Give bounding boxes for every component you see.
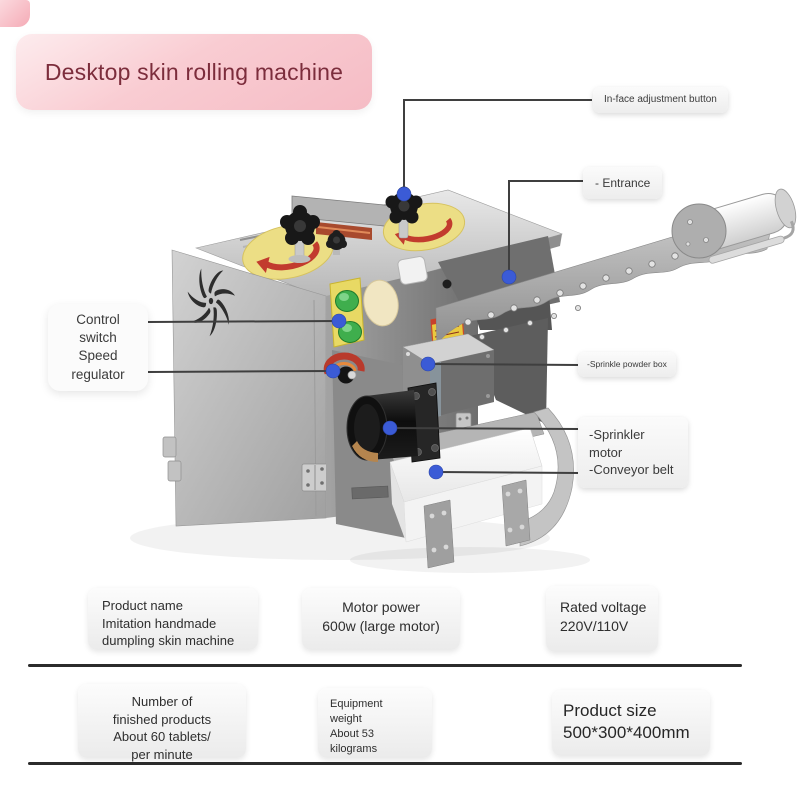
callout-label-sprinkler-motor-conveyor: -Sprinkler motor -Conveyor belt: [578, 417, 688, 488]
small-knob: [326, 230, 347, 255]
marker-dot-sprinkle-box: [420, 356, 436, 372]
feeding-arm: [435, 188, 797, 351]
edge-tab-2: [167, 460, 182, 482]
belt-left-cap: [390, 462, 406, 542]
callout-text-line: Speed: [78, 348, 118, 364]
callout-label-control-switch: Control switch Speed regulator: [48, 304, 148, 391]
line-speed-regulator: [147, 370, 332, 373]
callout-text-line: switch: [79, 330, 117, 346]
marker-dot-entrance: [501, 269, 517, 285]
spec-line: Imitation handmade: [102, 615, 217, 631]
spec-line: 220V/110V: [560, 618, 629, 635]
star-knob-left: [280, 205, 320, 263]
marker-dot-belt: [428, 464, 444, 480]
conveyor-belt: [387, 407, 574, 569]
marker-dot-in-face: [396, 186, 412, 202]
marker-dot-motor: [382, 420, 398, 436]
white-bracket: [397, 256, 428, 285]
edge-tab-1: [162, 436, 177, 458]
callout-text: -Sprinkle powder box: [587, 359, 667, 369]
powder-box: [402, 333, 495, 418]
spec-line: Product size: [563, 701, 657, 720]
spec-box-motor-power: Motor power 600w (large motor): [302, 588, 460, 650]
page-title: Desktop skin rolling machine: [44, 58, 344, 85]
speed-regulator: [323, 352, 365, 384]
spec-line: Product name: [102, 598, 183, 613]
spec-box-rated-voltage: Rated voltage 220V/110V: [546, 586, 658, 652]
belt-leg-left: [423, 499, 455, 569]
spec-line: dumpling skin machine: [102, 633, 235, 649]
callout-text-line: regulator: [71, 366, 125, 382]
line-conveyor-belt: [437, 471, 580, 474]
motor-foot: [352, 441, 378, 462]
callout-label-entrance: - Entrance: [583, 167, 663, 200]
belt-guard-rail: [519, 407, 574, 547]
callout-text: In-face adjustment button: [604, 94, 717, 105]
title-banner: Desktop skin rolling machine: [16, 34, 372, 110]
spec-line: 500*300*400mm: [563, 723, 690, 743]
dough-roller: [363, 279, 399, 327]
roller-strip-highlight: [317, 226, 371, 234]
button-highlight-2: [342, 324, 352, 332]
callout-text-line: Control: [76, 312, 120, 327]
spec-line: Number of: [131, 694, 193, 709]
lower-recess: [470, 318, 548, 424]
line-sprinkle-box: [429, 363, 580, 366]
line-sprinkler-motor: [391, 427, 580, 430]
callout-text-line: motor: [589, 444, 623, 460]
control-panel: [329, 277, 365, 348]
hinge: [301, 463, 329, 492]
spec-box-equipment-weight: Equipment weight About 53 kilograms: [318, 688, 432, 758]
callout-text: - Entrance: [595, 176, 651, 190]
star-knob-right: [385, 186, 423, 239]
callout-label-in-face-adjustment: In-face adjustment button: [593, 87, 728, 113]
spec-line: finished products: [112, 711, 212, 727]
arm-end-plate: [671, 203, 727, 259]
spec-line: Equipment: [330, 698, 383, 710]
spec-line: kilograms: [330, 742, 378, 755]
callout-lines: [147, 99, 592, 474]
marker-dot-control: [331, 313, 347, 329]
divider-line-top: [28, 664, 742, 667]
spec-box-product-size: Product size 500*300*400mm: [552, 690, 710, 756]
spec-line: About 60 tablets/: [113, 729, 211, 745]
green-button-top: [335, 290, 359, 312]
line-in-face: [403, 99, 592, 194]
spec-box-product-name: Product name Imitation handmade dumpling…: [88, 588, 258, 650]
callout-text-line: -Sprinkler: [589, 427, 645, 442]
callout-markers: [325, 186, 517, 480]
spec-line: 600w (large motor): [322, 618, 440, 635]
callout-label-sprinkle-powder-box: -Sprinkle powder box: [578, 352, 676, 378]
marker-dot-speed: [325, 363, 341, 379]
spec-line: weight: [330, 712, 362, 725]
ground-shadow-belt: [350, 547, 590, 573]
corner-accent: [0, 0, 30, 27]
machine-body: [130, 186, 797, 573]
divider-line-bottom: [28, 762, 742, 765]
line-control-switch: [147, 320, 338, 323]
spec-line: About 53: [330, 727, 375, 740]
spec-box-output-rate: Number of finished products About 60 tab…: [78, 684, 246, 762]
callout-text-line: -Conveyor belt: [589, 462, 674, 478]
spec-line: per minute: [131, 747, 193, 763]
spec-line: Motor power: [342, 599, 420, 615]
bolt: [442, 279, 452, 289]
front-slot: [351, 485, 389, 500]
belt-leg-right: [501, 479, 531, 547]
spec-line: Rated voltage: [560, 599, 647, 615]
button-highlight: [339, 293, 349, 301]
line-entrance: [508, 180, 583, 277]
